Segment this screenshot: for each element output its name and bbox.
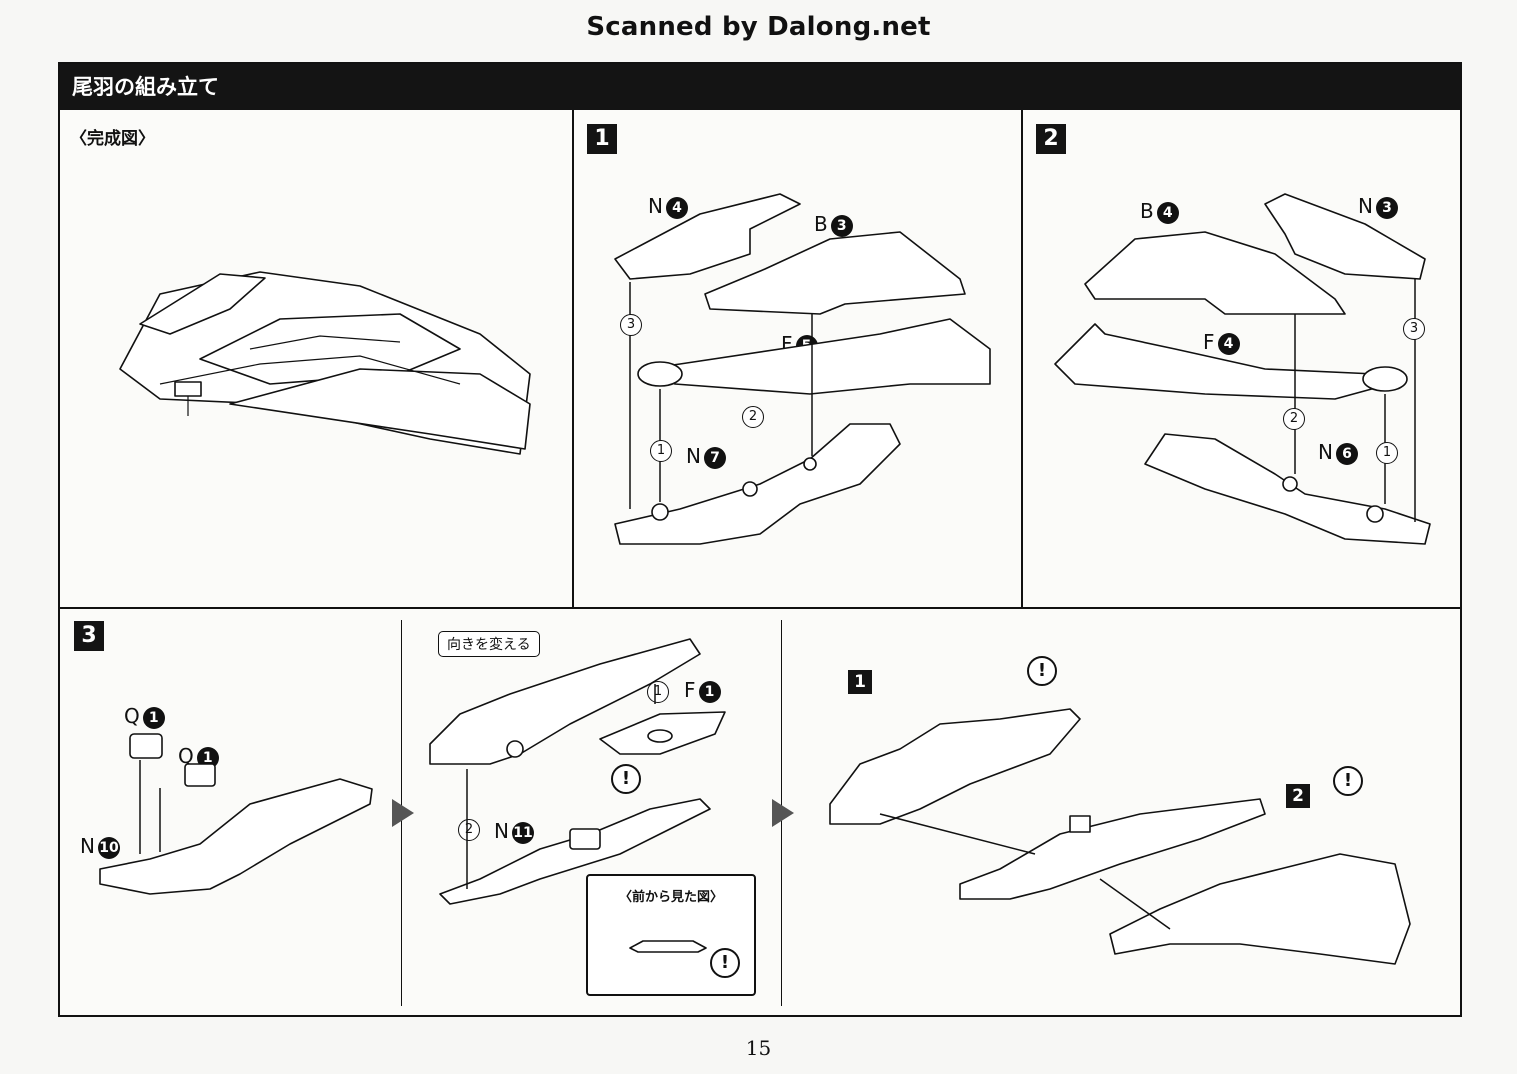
part-letter: F xyxy=(684,678,696,702)
part-number: 3 xyxy=(1375,196,1398,219)
divider-v1 xyxy=(572,110,574,607)
step-1-badge: 1 xyxy=(587,124,617,154)
part-letter: N xyxy=(1358,194,1373,218)
part-number: 6 xyxy=(1335,442,1358,465)
step-2-badge: 2 xyxy=(1036,124,1066,154)
divider-h xyxy=(60,607,1460,609)
front-view-title: 〈前から見た図〉 xyxy=(618,890,723,905)
page-number: 15 xyxy=(745,1036,772,1060)
step1-order-1: 1 xyxy=(650,440,672,462)
part-number: 3 xyxy=(830,214,853,237)
part-letter: Q xyxy=(124,704,140,728)
step1-order-2: 2 xyxy=(742,406,764,428)
front-view-part xyxy=(629,940,707,953)
part-number: 11 xyxy=(511,821,534,844)
part-letter: Q xyxy=(178,744,194,768)
step1-illustration xyxy=(614,193,991,545)
warning-mark-f1: ! xyxy=(611,764,641,794)
part-letter: B xyxy=(814,212,828,236)
part-number: 4 xyxy=(1217,332,1240,355)
part-number: 4 xyxy=(665,196,688,219)
step3-sub-badge-1: 1 xyxy=(848,670,872,694)
step-3-badge: 3 xyxy=(74,621,104,651)
flow-arrow-2 xyxy=(772,799,794,827)
step3c-illustration xyxy=(829,708,1411,965)
step2-order-1: 1 xyxy=(1376,442,1398,464)
instruction-frame: 尾羽の組み立て 〈完成図〉 1 N4 B3 F5 N7 3 2 1 2 B4 xyxy=(58,62,1462,1017)
part-letter: B xyxy=(1140,199,1154,223)
scan-credit: Scanned by Dalong.net xyxy=(586,12,931,42)
step2-illustration xyxy=(1054,193,1431,545)
part-letter: F xyxy=(781,332,793,356)
completed-tail-illustration xyxy=(119,271,531,455)
warning-mark-front-view: ! xyxy=(710,948,740,978)
step3a-illustration xyxy=(99,733,373,895)
part-number: 4 xyxy=(1156,201,1179,224)
part-number: 1 xyxy=(196,746,219,769)
warning-mark-part1: ! xyxy=(1027,656,1057,686)
step3-order-1: 1 xyxy=(647,681,669,703)
direction-callout: 向きを変える xyxy=(438,631,540,657)
step3-sub-badge-2: 2 xyxy=(1286,784,1310,808)
part-number: 10 xyxy=(97,836,120,859)
divider-v2 xyxy=(1021,110,1023,607)
warning-mark-part2: ! xyxy=(1333,766,1363,796)
part-letter: N xyxy=(80,834,95,858)
step1-order-3: 3 xyxy=(620,314,642,336)
part-letter: N xyxy=(686,444,701,468)
flow-arrow-1 xyxy=(392,799,414,827)
front-view-inset: 〈前から見た図〉 ! xyxy=(586,874,756,996)
section-title: 尾羽の組み立て xyxy=(60,64,1460,110)
part-number: 7 xyxy=(703,446,726,469)
step3-order-2: 2 xyxy=(458,819,480,841)
part-letter: N xyxy=(648,194,663,218)
step2-order-2: 2 xyxy=(1283,408,1305,430)
part-letter: N xyxy=(1318,440,1333,464)
step3b-illustration xyxy=(429,638,726,905)
part-number: 1 xyxy=(698,680,721,703)
part-number: 1 xyxy=(142,706,165,729)
completed-view-label: 〈完成図〉 xyxy=(70,129,155,149)
part-letter: N xyxy=(494,819,509,843)
step2-order-3: 3 xyxy=(1403,318,1425,340)
part-letter: F xyxy=(1203,330,1215,354)
